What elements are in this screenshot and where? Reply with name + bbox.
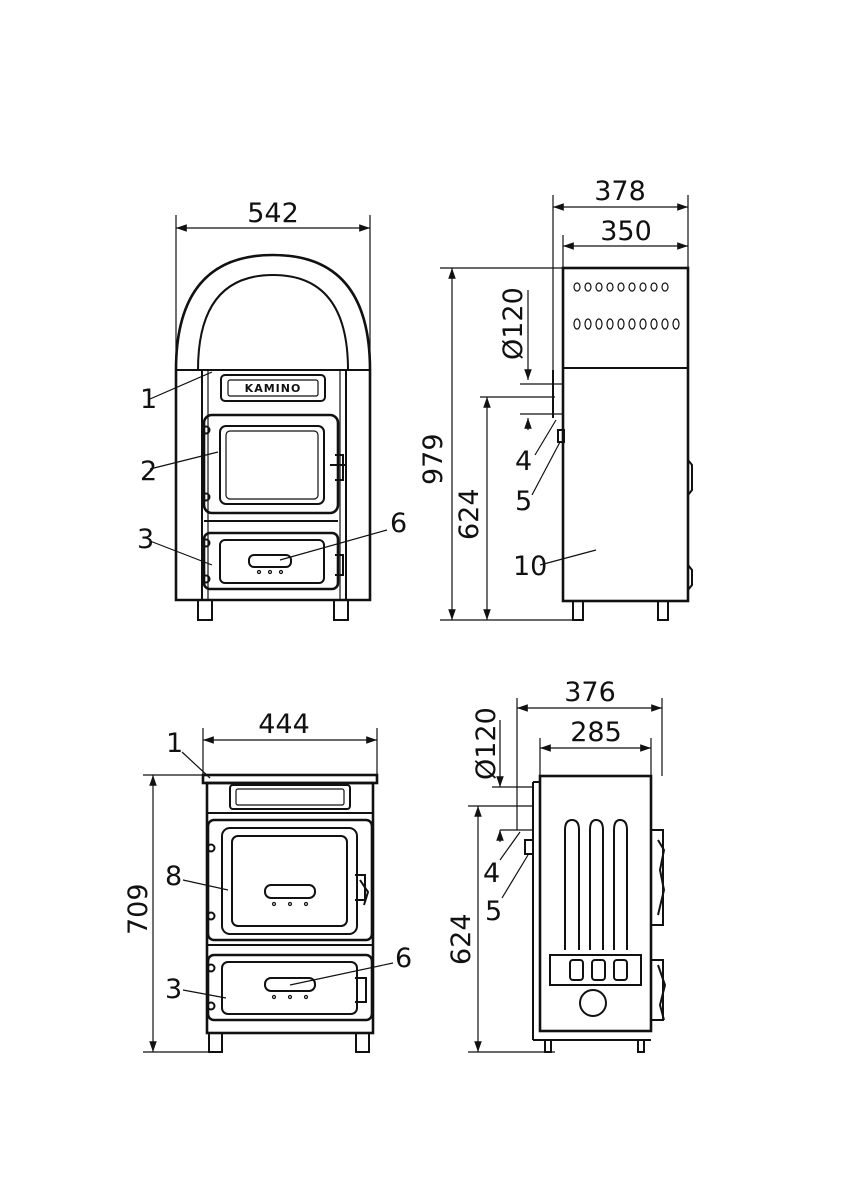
callout-1-lower: 1 <box>166 728 183 759</box>
dim-height-624: 624 <box>454 488 485 540</box>
callout-4: 4 <box>515 446 532 477</box>
side-view-compact: 376 285 Ø120 624 <box>446 677 665 1052</box>
dim-height-979: 979 <box>418 433 449 485</box>
callout-4-lower: 4 <box>483 858 500 889</box>
callout-6: 6 <box>390 508 407 539</box>
dim-width-444: 444 <box>258 709 310 740</box>
dim-flue-diameter-bottom: Ø120 <box>471 707 502 780</box>
callout-5-lower: 5 <box>485 896 502 927</box>
dim-depth-350: 350 <box>600 216 652 247</box>
callout-8: 8 <box>165 861 182 892</box>
dim-depth-285: 285 <box>570 717 622 748</box>
callout-1: 1 <box>140 384 157 415</box>
dim-flue-diameter-top: Ø120 <box>498 287 529 360</box>
front-view-arched: 542 KAMINO <box>137 198 407 620</box>
callout-3-lower: 3 <box>165 974 182 1005</box>
callout-5: 5 <box>515 486 532 517</box>
front-view-square: 444 709 <box>123 709 412 1052</box>
dim-width-542: 542 <box>247 198 299 229</box>
side-view-tall: 378 350 Ø120 979 624 <box>418 176 692 620</box>
callout-10: 10 <box>513 551 547 582</box>
dim-depth-376: 376 <box>564 677 616 708</box>
brand-label: KAMINO <box>245 382 302 395</box>
dim-depth-378: 378 <box>594 176 646 207</box>
dim-height-624-lower: 624 <box>446 913 477 965</box>
dim-height-709: 709 <box>123 883 154 935</box>
callout-6-lower: 6 <box>395 943 412 974</box>
callout-3: 3 <box>137 524 154 555</box>
callout-2: 2 <box>140 456 157 487</box>
